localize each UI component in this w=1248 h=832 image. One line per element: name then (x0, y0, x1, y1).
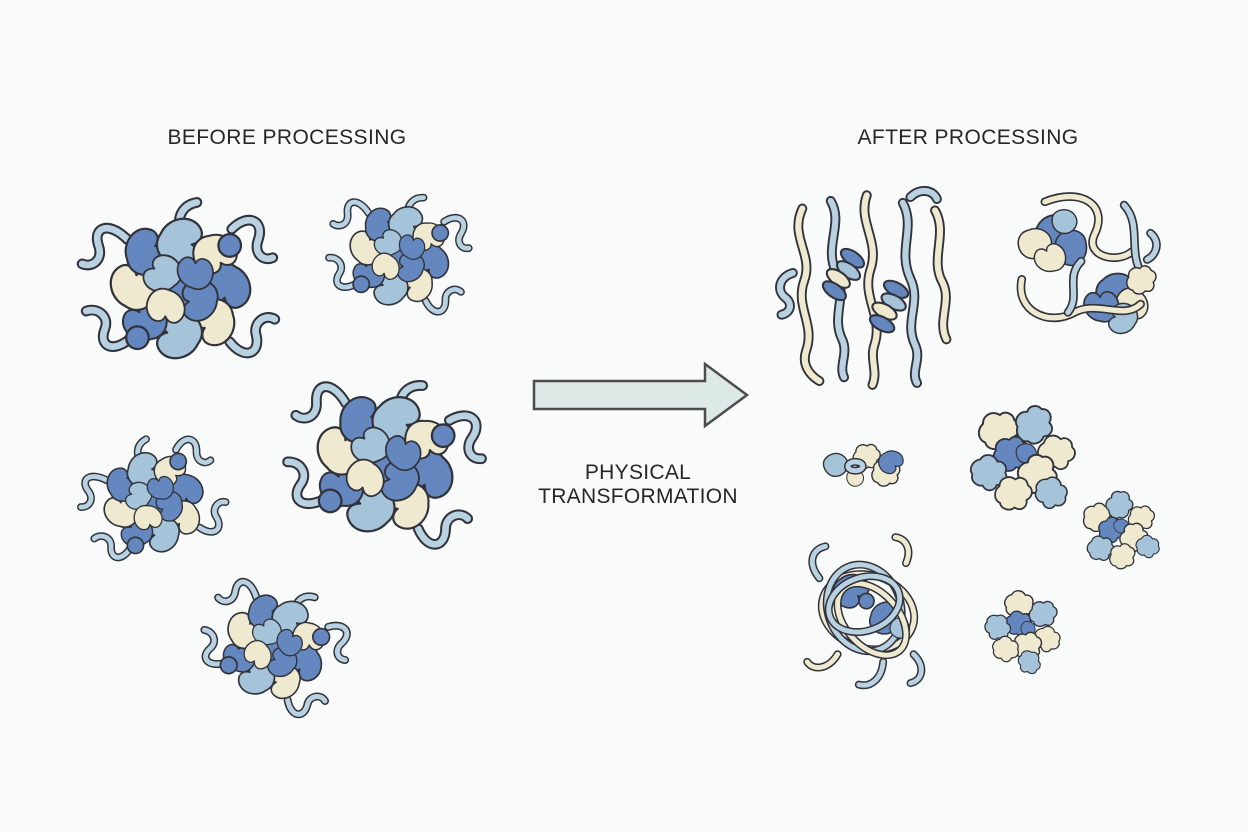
transformation-arrow-icon (532, 361, 750, 429)
folded-protein-4 (259, 339, 510, 590)
unfolded-protein-strands (768, 182, 958, 400)
transformation-label-line1: PHYSICAL (584, 461, 692, 484)
transformation-label: PHYSICAL TRANSFORMATION (478, 461, 798, 509)
before-processing-title: BEFORE PROCESSING (167, 126, 407, 149)
folded-protein-2 (311, 168, 487, 344)
transformation-label-line2: TRANSFORMATION (538, 485, 738, 508)
folded-protein-1 (78, 186, 283, 391)
protein-aggregate-3 (959, 569, 1082, 692)
folded-protein-3 (61, 409, 247, 595)
folded-protein-5 (171, 545, 377, 751)
denatured-protein-tangle (792, 528, 944, 703)
protein-fragment (812, 432, 924, 499)
after-processing-title: AFTER PROCESSING (857, 126, 1079, 149)
partially-unfolded-protein (1002, 182, 1167, 347)
